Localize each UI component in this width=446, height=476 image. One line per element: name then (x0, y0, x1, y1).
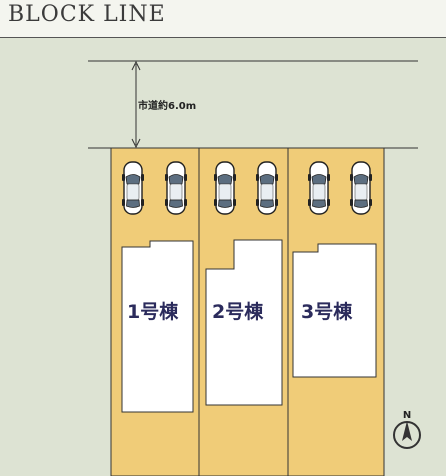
car-icon (307, 161, 331, 215)
car-icon (164, 161, 188, 215)
car-icon (121, 161, 145, 215)
compass-label: N (403, 410, 411, 421)
north-arrow-icon: N (393, 410, 421, 449)
building-1 (121, 240, 194, 413)
building-3 (292, 243, 377, 378)
road-width-label: 市道約6.0m (138, 101, 197, 112)
building-1-label: 1号棟 (127, 301, 179, 323)
building-2-label: 2号棟 (212, 301, 264, 323)
car-icon (255, 161, 279, 215)
header-divider (0, 37, 446, 38)
road-width-dimension (131, 60, 141, 149)
header-bar: BLOCK LINE (0, 0, 446, 38)
building-3-label: 3号棟 (301, 301, 353, 323)
car-icon (349, 161, 373, 215)
building-2 (205, 239, 283, 406)
car-icon (213, 161, 237, 215)
page-title: BLOCK LINE (8, 2, 166, 27)
